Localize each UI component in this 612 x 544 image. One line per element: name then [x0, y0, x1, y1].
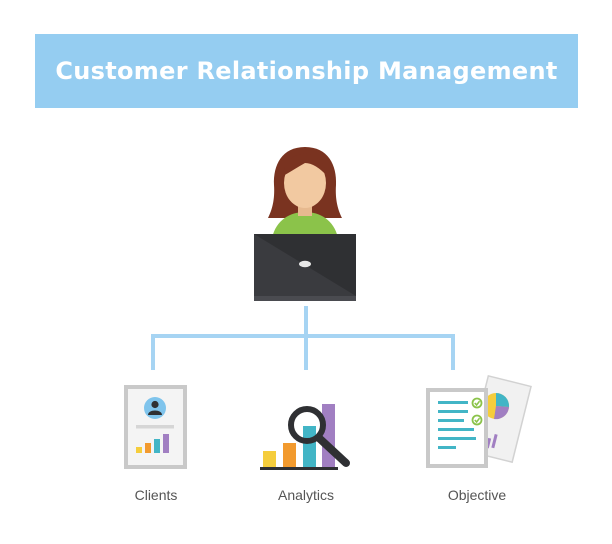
client-bar-2 [145, 443, 151, 453]
node-label-clients: Clients [134, 487, 178, 503]
client-bar-3 [154, 439, 160, 453]
objective-line-4 [438, 428, 474, 431]
title-banner: Customer Relationship Management [35, 34, 578, 108]
connector-lines [151, 306, 455, 370]
objective-check-2-mark [474, 417, 481, 424]
node-label-objective: Objective [447, 487, 507, 503]
client-bar-1 [136, 447, 142, 453]
objective-line-5 [438, 437, 476, 440]
objective-check-1 [471, 397, 483, 409]
objective-mini-bar-2 [491, 433, 498, 449]
magnifier-lens [288, 406, 326, 444]
objective-line-2 [438, 410, 468, 413]
objective-check-2 [471, 414, 483, 426]
client-avatar-body [148, 410, 162, 415]
objective-line-3 [438, 419, 464, 422]
page-title: Customer Relationship Management [55, 57, 558, 85]
analytics-baseline [260, 467, 338, 470]
node-label-analytics: Analytics [277, 487, 335, 503]
analytics-bar-4 [322, 404, 335, 467]
shirt [272, 212, 338, 238]
analytics-bar-3 [303, 426, 316, 467]
client-text-line [136, 425, 174, 429]
client-bar-4 [163, 434, 169, 453]
objective-pie-slice-b [494, 406, 509, 420]
face [284, 158, 326, 208]
hair-fringe [283, 153, 327, 176]
objective-pie-slice-a [496, 392, 510, 407]
laptop-base [254, 296, 356, 301]
client-avatar-head [151, 400, 159, 409]
objective-checklist-icon [426, 374, 532, 468]
person-at-laptop-icon [254, 147, 356, 301]
client-profile-icon [124, 385, 187, 469]
objective-line-6 [438, 446, 456, 449]
objective-check-1-mark [474, 400, 481, 407]
objective-line-1 [438, 401, 468, 404]
analytics-bar-2 [283, 443, 296, 467]
magnifier-handle [315, 434, 350, 467]
laptop-logo [299, 260, 311, 268]
analytics-icon [260, 404, 350, 470]
analytics-bar-1 [263, 451, 276, 467]
